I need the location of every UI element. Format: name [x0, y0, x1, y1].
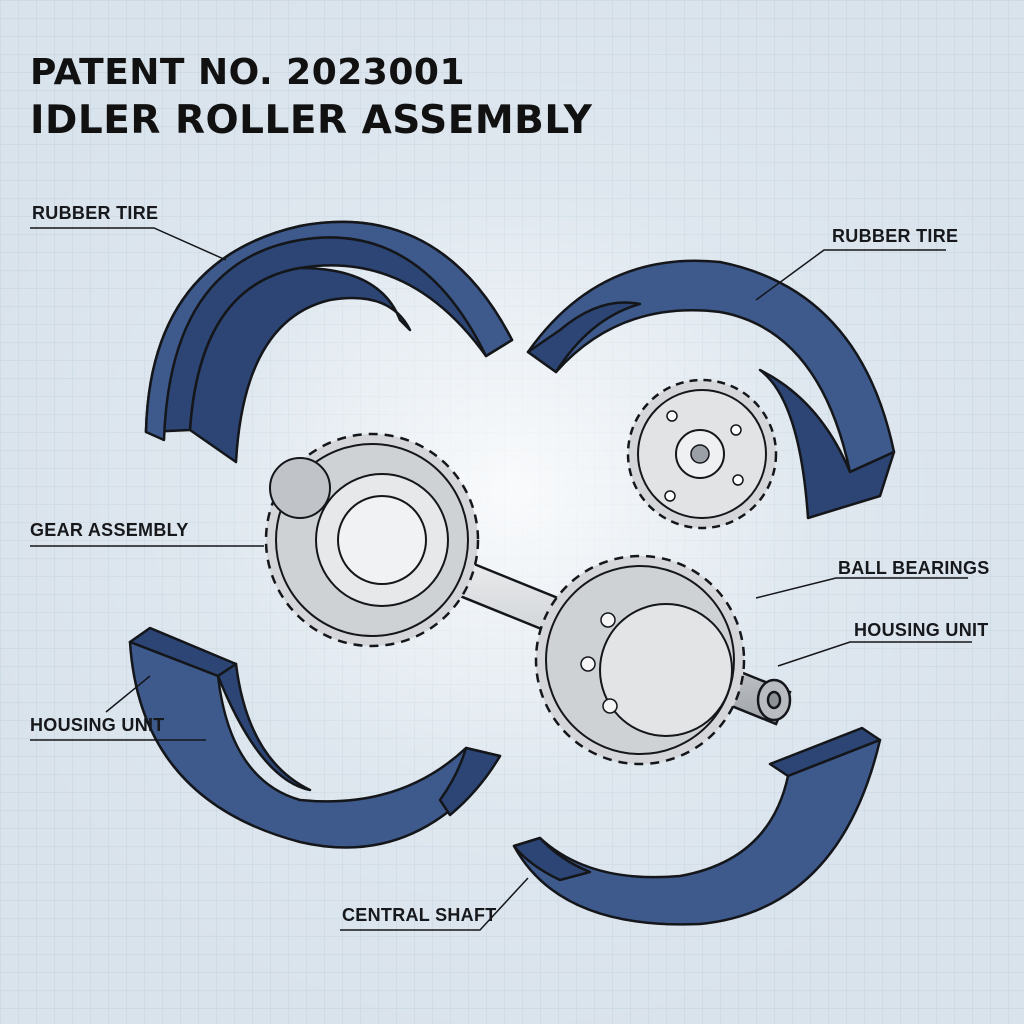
- housing-unit-lower-right: [512, 726, 882, 926]
- ball-bearing: [580, 656, 596, 672]
- label-housing-unit-right: HOUSING UNIT: [854, 620, 989, 640]
- leader-central-shaft: [340, 877, 529, 931]
- leader-tire-right: [755, 249, 946, 301]
- patent-number-title: PATENT NO. 2023001: [30, 52, 466, 93]
- leader-tire-left: [30, 227, 227, 261]
- label-housing-unit-left: HOUSING UNIT: [30, 715, 165, 735]
- label-rubber-tire-left: RUBBER TIRE: [32, 203, 159, 223]
- leader-ball-bearings: [755, 577, 968, 599]
- gear-assembly-left: [264, 432, 480, 648]
- gear-assembly-right: [534, 554, 746, 766]
- label-ball-bearings: BALL BEARINGS: [838, 558, 990, 578]
- leader-housing-right: [777, 641, 972, 667]
- label-rubber-tire-right: RUBBER TIRE: [832, 226, 959, 246]
- ball-bearing: [600, 612, 616, 628]
- rubber-tire-upper-left: [144, 220, 514, 464]
- gear-small-upper: [626, 378, 778, 530]
- label-gear-assembly: GEAR ASSEMBLY: [30, 520, 189, 540]
- assembly-title: IDLER ROLLER ASSEMBLY: [30, 98, 593, 143]
- housing-unit-lower-left: [128, 626, 502, 849]
- label-central-shaft: CENTRAL SHAFT: [342, 905, 497, 925]
- leader-housing-left-pointer: [105, 675, 151, 713]
- rubber-tire-upper-right: [526, 259, 896, 520]
- ball-bearing: [602, 698, 618, 714]
